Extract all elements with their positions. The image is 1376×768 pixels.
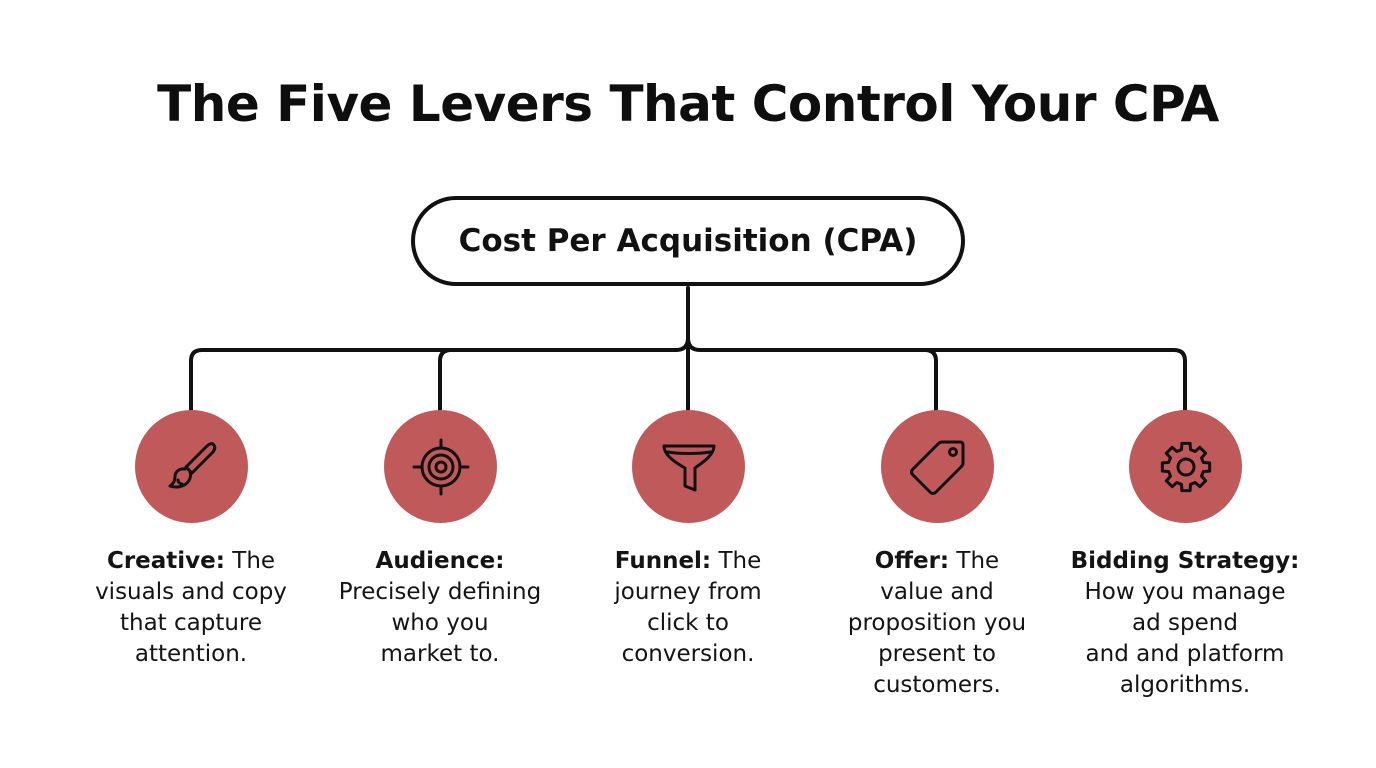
lever-desc-bidding-line-3: ad spend <box>1132 610 1238 636</box>
branch-line-right <box>698 348 1187 412</box>
lever-desc-funnel-line-2: journey from <box>614 579 762 605</box>
lever-desc-funnel-line-3: click to <box>647 610 729 636</box>
lever-desc-offer-line-1: The <box>956 548 1000 574</box>
lever-desc-funnel-line-4: conversion. <box>621 641 755 667</box>
funnel-icon <box>662 444 715 491</box>
branch-line-right-inner <box>923 348 938 412</box>
lever-circle-funnel <box>632 410 745 523</box>
target-icon <box>412 438 469 495</box>
lever-desc-creative-line-2: visuals and copy <box>95 579 287 605</box>
branch-line-left-inner <box>438 348 453 412</box>
lever-circle-offer <box>881 410 994 523</box>
lever-desc-audience-line-2: Precisely defining <box>338 579 542 605</box>
paintbrush-icon <box>168 441 216 488</box>
root-label: Cost Per Acquisition (CPA) <box>458 223 918 259</box>
lever-circle-bidding-strategy <box>1129 410 1242 523</box>
lever-term-audience: Audience: <box>375 548 505 574</box>
lever-term-funnel: Funnel: <box>614 548 712 574</box>
diagram-title: The Five Levers That Control Your CPA <box>157 75 1219 133</box>
lever-text-bidding-strategy: Bidding Strategy: How you manage ad spen… <box>1070 546 1300 701</box>
lever-desc-creative-line-1: The <box>232 548 276 574</box>
lever-desc-bidding-line-4: and and platform <box>1085 641 1285 667</box>
branch-line-left <box>189 348 678 412</box>
lever-desc-funnel-line-1: The <box>718 548 762 574</box>
lever-desc-offer-line-4: present to <box>878 641 996 667</box>
lever-desc-offer-line-2: value and <box>880 579 994 605</box>
lever-desc-creative-line-4: attention. <box>134 641 248 667</box>
gear-icon <box>1160 441 1211 492</box>
lever-circle-audience <box>384 410 497 523</box>
lever-desc-offer-line-3: proposition you <box>847 610 1027 636</box>
lever-desc-offer-line-5: customers. <box>873 672 1001 698</box>
lever-desc-bidding-line-5: algorithms. <box>1119 672 1251 698</box>
lever-term-creative: Creative: <box>106 548 225 574</box>
lever-desc-audience-line-4: market to. <box>380 641 500 667</box>
price-tag-icon <box>909 440 964 495</box>
lever-term-bidding-strategy: Bidding Strategy: <box>1070 548 1300 574</box>
lever-desc-bidding-line-2: How you manage <box>1084 579 1286 605</box>
lever-text-funnel: Funnel: The journey from click to conver… <box>573 546 803 670</box>
lever-text-offer: Offer: The value and proposition you pre… <box>822 546 1052 701</box>
lever-desc-audience-line-3: who you <box>391 610 489 636</box>
lever-text-audience: Audience: Precisely defining who you mar… <box>325 546 555 670</box>
lever-desc-creative-line-3: that capture <box>119 610 263 636</box>
root-node: Cost Per Acquisition (CPA) <box>411 196 965 286</box>
lever-circle-creative <box>135 410 248 523</box>
lever-text-creative: Creative: The visuals and copy that capt… <box>76 546 306 670</box>
lever-term-offer: Offer: <box>874 548 950 574</box>
